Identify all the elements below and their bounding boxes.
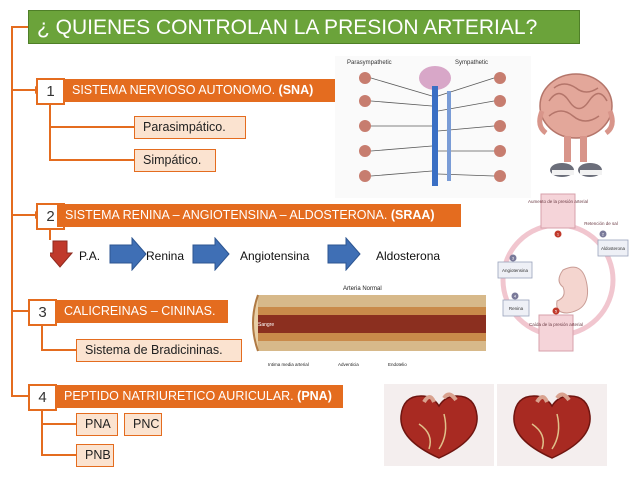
- section-number-1: 1: [36, 78, 65, 105]
- heart-illustration-left: [384, 384, 494, 466]
- artery-label-intima: Intima media arterial: [268, 362, 309, 367]
- sub-bradicininas: Sistema de Bradicininas.: [76, 339, 242, 362]
- kidney-step-4: 4: [514, 294, 517, 299]
- kidney-step-5: 5: [555, 309, 558, 314]
- brain-mascot-illustration: [537, 73, 615, 177]
- section-label-pna: PEPTIDO NATRIURETICO AURICULAR. (PNA): [56, 385, 343, 408]
- kidney-label-aldosterona: Aldosterona: [601, 246, 626, 251]
- section-number-3: 3: [28, 299, 57, 326]
- right-arrow-icon: [327, 237, 361, 271]
- section-label-sraa: SISTEMA RENINA – ANGIOTENSINA – ALDOSTER…: [57, 204, 461, 227]
- nervous-system-diagram: Parasympathetic Sympathetic: [335, 56, 531, 198]
- sub-pnc: PNC: [124, 413, 162, 436]
- artery-label-sangre: Sangre: [258, 322, 274, 328]
- kidney-label-retencion: Retención de sal: [584, 221, 618, 226]
- page-title: ¿ QUIENES CONTROLAN LA PRESION ARTERIAL?: [28, 10, 580, 44]
- heart-illustration-right: [497, 384, 607, 466]
- kidney-label-aumento: Aumento de la presión arterial: [528, 199, 588, 204]
- kidney-step-2: 2: [602, 232, 605, 237]
- kidney-label-angiotensina: Angiotensina: [502, 268, 529, 273]
- section-label-calicreinas: CALICREINAS – CININAS.: [56, 300, 228, 323]
- flow-angiotensina: Angiotensina: [240, 249, 310, 263]
- flow-pa: P.A.: [79, 249, 101, 263]
- parasympathetic-label: Parasympathetic: [347, 60, 392, 66]
- kidney-raa-diagram: Aumento de la presión arterial Retención…: [497, 193, 629, 352]
- section-abbr: (SNA): [278, 83, 314, 97]
- section-title: PEPTIDO NATRIURETICO AURICULAR.: [64, 389, 294, 403]
- flow-arrows: [50, 237, 361, 271]
- section-abbr: (SRAA): [390, 208, 435, 222]
- section-title: SISTEMA NERVIOSO AUTONOMO.: [72, 83, 276, 97]
- artery-diagram: Arteria Normal Sangre Intima media arter…: [248, 280, 486, 370]
- section-label-sna: SISTEMA NERVIOSO AUTONOMO. (SNA): [64, 79, 337, 102]
- kidney-label-caida: Caída de la presión arterial: [529, 322, 583, 327]
- sub-simpatico: Simpático.: [134, 149, 216, 172]
- artery-label-adventicia: Adventicia: [338, 362, 359, 367]
- artery-label-endotelio: Endotelio: [388, 362, 407, 367]
- sub-pna: PNA: [76, 413, 118, 436]
- sub-pnb: PNB: [76, 444, 114, 467]
- artery-title: Arteria Normal: [343, 286, 382, 292]
- sub-parasimpatico: Parasimpático.: [134, 116, 246, 139]
- section-number-4: 4: [28, 384, 57, 411]
- kidney-label-renina: Renina: [509, 306, 524, 311]
- section-title: SISTEMA RENINA – ANGIOTENSINA – ALDOSTER…: [65, 208, 388, 222]
- down-arrow-icon: [50, 240, 74, 268]
- flow-renina: Renina: [146, 249, 185, 263]
- kidney-step-1: 1: [557, 232, 560, 237]
- kidney-step-3: 3: [512, 256, 515, 261]
- sympathetic-label: Sympathetic: [455, 60, 488, 66]
- flow-aldosterona: Aldosterona: [376, 249, 441, 263]
- right-arrow-icon: [109, 237, 147, 271]
- right-arrow-icon: [192, 237, 230, 271]
- section-abbr: (PNA): [297, 389, 332, 403]
